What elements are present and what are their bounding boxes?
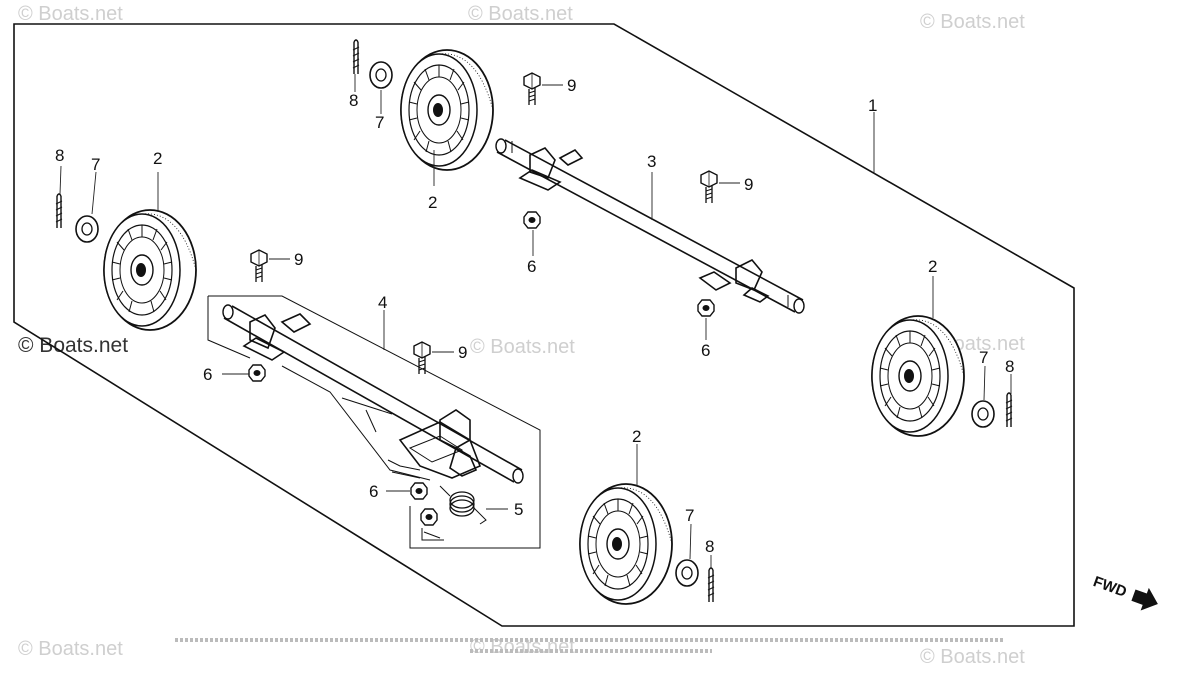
callout-6-rear-left: 6 — [527, 257, 536, 276]
callout-2-rear-right: 2 — [928, 257, 937, 276]
callout-2-rear-left: 2 — [428, 193, 437, 212]
fwd-label: FWD — [1091, 573, 1129, 601]
bolt-c — [250, 249, 268, 283]
spring — [439, 485, 487, 525]
watermark-top-left: © Boats.net — [18, 3, 123, 25]
watermark-top-right: © Boats.net — [920, 11, 1025, 33]
pin-a — [55, 193, 63, 229]
wheel-front-left — [103, 209, 197, 331]
watermark-top-center: © Boats.net — [468, 3, 573, 25]
nut-a — [523, 211, 541, 229]
pin-b — [352, 39, 360, 75]
watermark-middle: © Boats.net — [470, 336, 575, 358]
fine-print — [175, 638, 1005, 653]
watermark-bottom-right: © Boats.net — [920, 646, 1025, 668]
callout-5: 5 — [514, 500, 523, 519]
leader-lines — [59, 74, 1012, 568]
watermark-bottom-left: © Boats.net — [18, 638, 123, 660]
forward-direction-indicator: FWD — [1091, 573, 1158, 611]
pin-d — [707, 567, 715, 603]
callout-9-c: 9 — [294, 250, 303, 269]
callout-2-front-left: 2 — [153, 149, 162, 168]
nut-d — [410, 482, 428, 500]
front-axle — [207, 295, 541, 549]
wheel-rear-left — [400, 49, 494, 171]
callout-2-front-right: 2 — [632, 427, 641, 446]
nut-b — [697, 299, 715, 317]
callout-7-b: 7 — [375, 113, 384, 132]
callout-9-b: 9 — [744, 175, 753, 194]
callout-8-c: 8 — [1005, 357, 1014, 376]
callout-8-a: 8 — [55, 146, 64, 165]
callout-6-rear-right: 6 — [701, 341, 710, 360]
washer-d — [675, 559, 699, 587]
callout-9-a: 9 — [567, 76, 576, 95]
callout-7-c: 7 — [979, 348, 988, 367]
callout-6-front-mechanism: 6 — [369, 482, 378, 501]
arrow-right-icon — [1131, 587, 1158, 611]
bolt-b — [700, 170, 718, 204]
washer-c — [971, 400, 995, 428]
callout-9-d: 9 — [458, 343, 467, 362]
washer-b — [369, 61, 393, 89]
callout-3: 3 — [647, 152, 656, 171]
callout-6-front-left: 6 — [203, 365, 212, 384]
callout-8-d: 8 — [705, 537, 714, 556]
wheel-rear-right — [871, 315, 965, 437]
callout-7-a: 7 — [91, 155, 100, 174]
nut-c — [248, 364, 266, 382]
callout-labels: 1 2 2 2 2 3 4 5 6 6 6 6 7 7 7 7 8 8 8 8 … — [55, 76, 1014, 556]
watermark-main: © Boats.net — [18, 334, 128, 357]
wheel-front-right — [579, 483, 673, 605]
bolt-d — [413, 341, 431, 375]
rear-axle — [495, 138, 805, 314]
callout-8-b: 8 — [349, 91, 358, 110]
callout-7-d: 7 — [685, 506, 694, 525]
pin-c — [1005, 392, 1013, 428]
assembly-outline — [13, 23, 1075, 627]
washer-a — [75, 215, 99, 243]
callout-4: 4 — [378, 293, 387, 312]
callout-1: 1 — [868, 96, 877, 115]
bolt-a — [523, 72, 541, 106]
